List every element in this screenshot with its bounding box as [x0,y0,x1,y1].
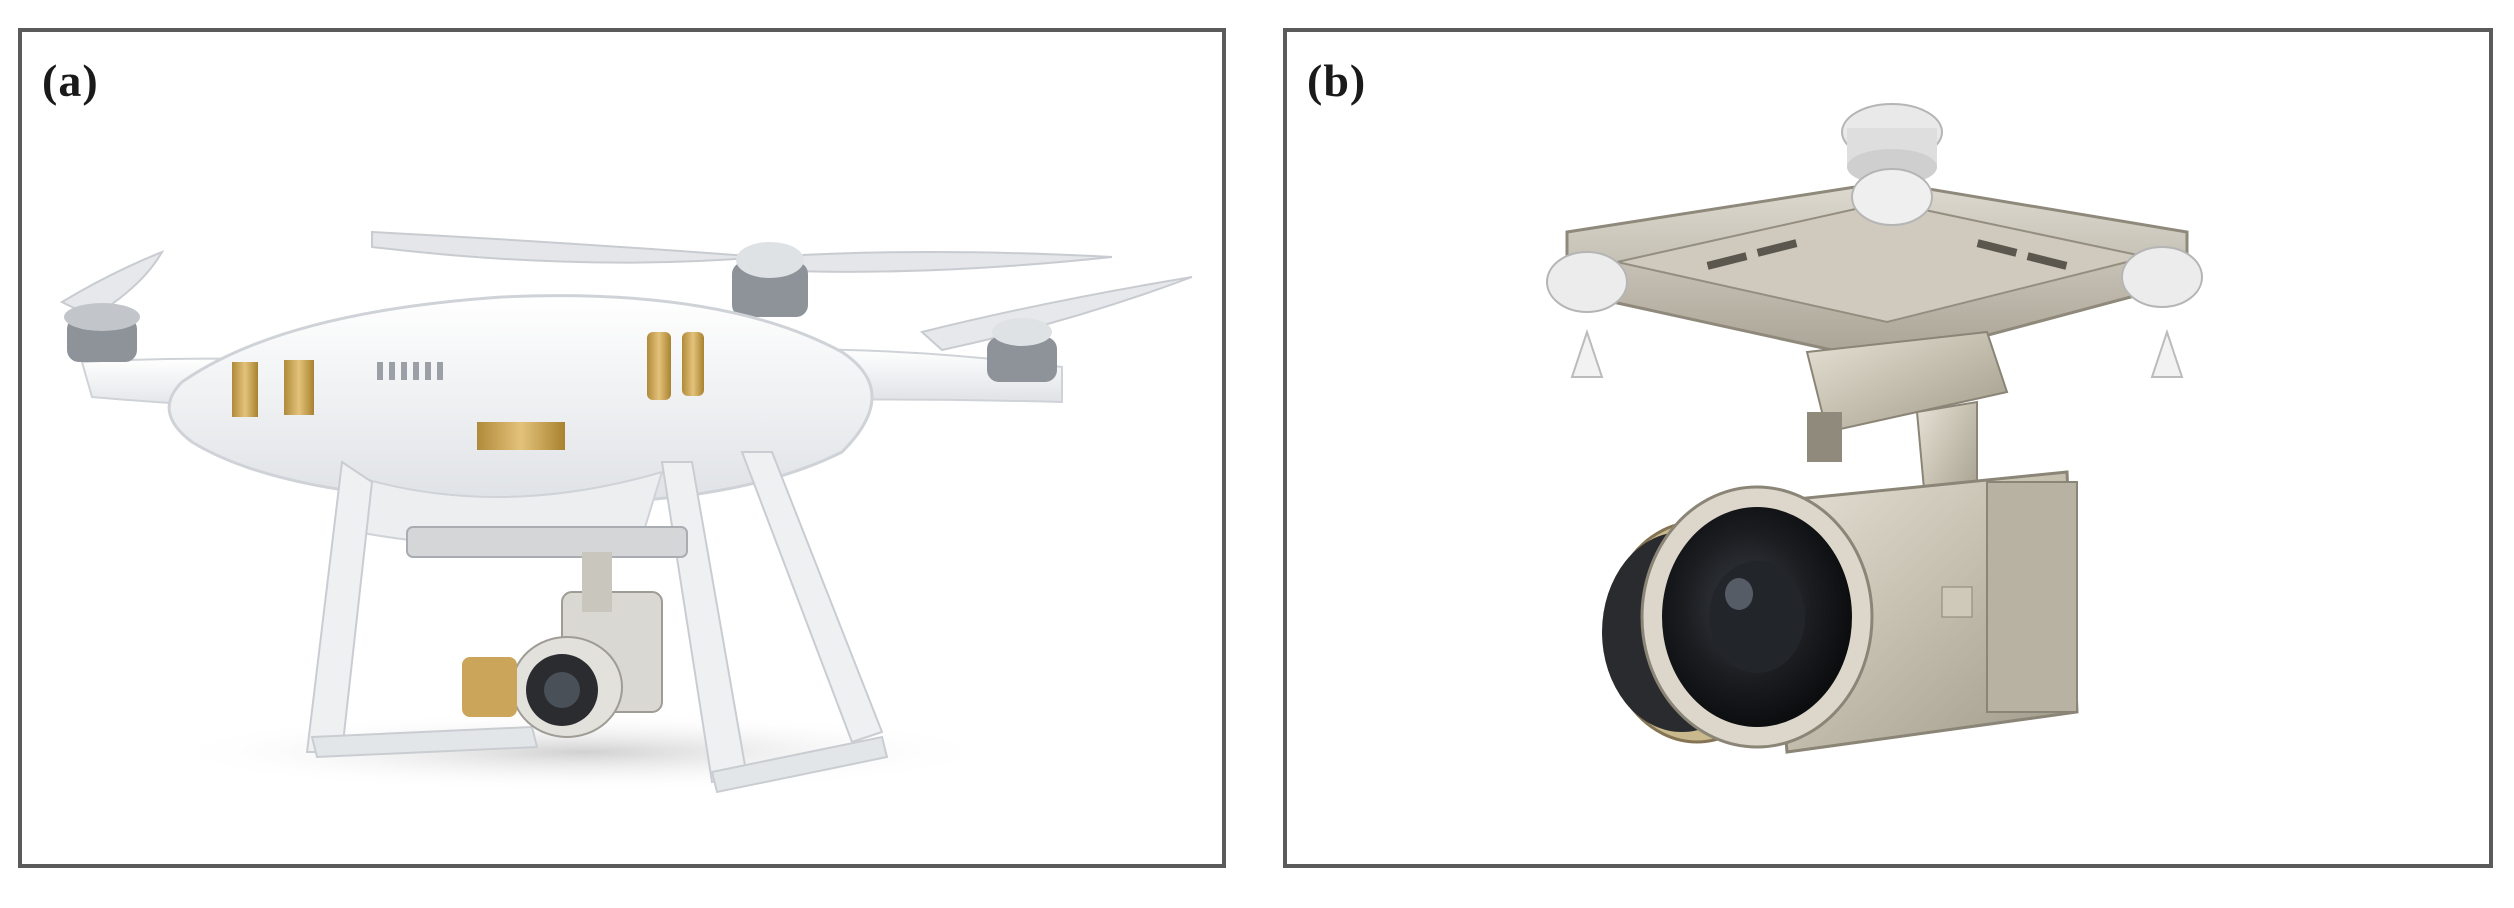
panel-a-label: (a) [42,55,99,106]
panel-b-label: (b) [1307,55,1367,106]
panel-a-drone: (a) [18,28,1226,868]
panel-b-gimbal-camera: (b) [1283,28,2493,868]
drone-image [59,230,1193,794]
gimbal-camera-image [1546,103,2203,754]
